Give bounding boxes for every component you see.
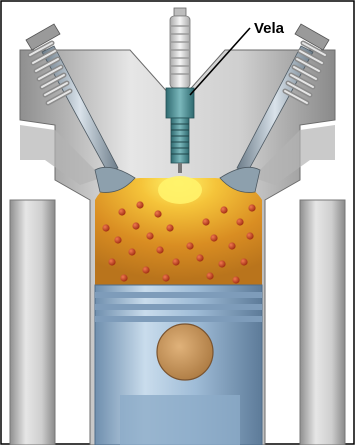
fuel-droplet <box>118 208 125 215</box>
fuel-droplet <box>236 218 243 225</box>
fuel-droplet <box>102 224 109 231</box>
combustion-chamber <box>95 176 262 285</box>
fuel-droplet <box>218 260 225 267</box>
fuel-droplet <box>154 210 161 217</box>
fuel-droplet <box>220 206 227 213</box>
piston <box>95 285 262 445</box>
fuel-droplet <box>186 242 193 249</box>
fuel-droplet <box>162 274 169 281</box>
fuel-droplet <box>232 276 239 283</box>
fuel-droplet <box>142 266 149 273</box>
fuel-droplet <box>114 236 121 243</box>
ignition-flash <box>158 176 202 204</box>
piston-ring <box>95 304 262 310</box>
fuel-droplet <box>246 232 253 239</box>
fuel-droplet <box>156 246 163 253</box>
fuel-droplet <box>120 274 127 281</box>
fuel-droplet <box>228 242 235 249</box>
spark-plug-label: Vela <box>254 20 285 37</box>
fuel-droplet <box>240 258 247 265</box>
fuel-droplet <box>108 258 115 265</box>
fuel-droplet <box>146 232 153 239</box>
fuel-droplet <box>196 254 203 261</box>
fuel-droplet <box>206 272 213 279</box>
piston-ring <box>95 292 262 298</box>
connecting-rod <box>120 395 240 445</box>
fuel-droplet <box>172 258 179 265</box>
fuel-droplet <box>210 234 217 241</box>
fuel-droplet <box>166 224 173 231</box>
fuel-droplet <box>202 218 209 225</box>
fuel-droplet <box>136 201 143 208</box>
piston-ring <box>95 316 262 322</box>
fuel-droplet <box>132 222 139 229</box>
piston-pin <box>157 324 213 380</box>
fuel-droplet <box>128 248 135 255</box>
fuel-droplet <box>248 204 255 211</box>
